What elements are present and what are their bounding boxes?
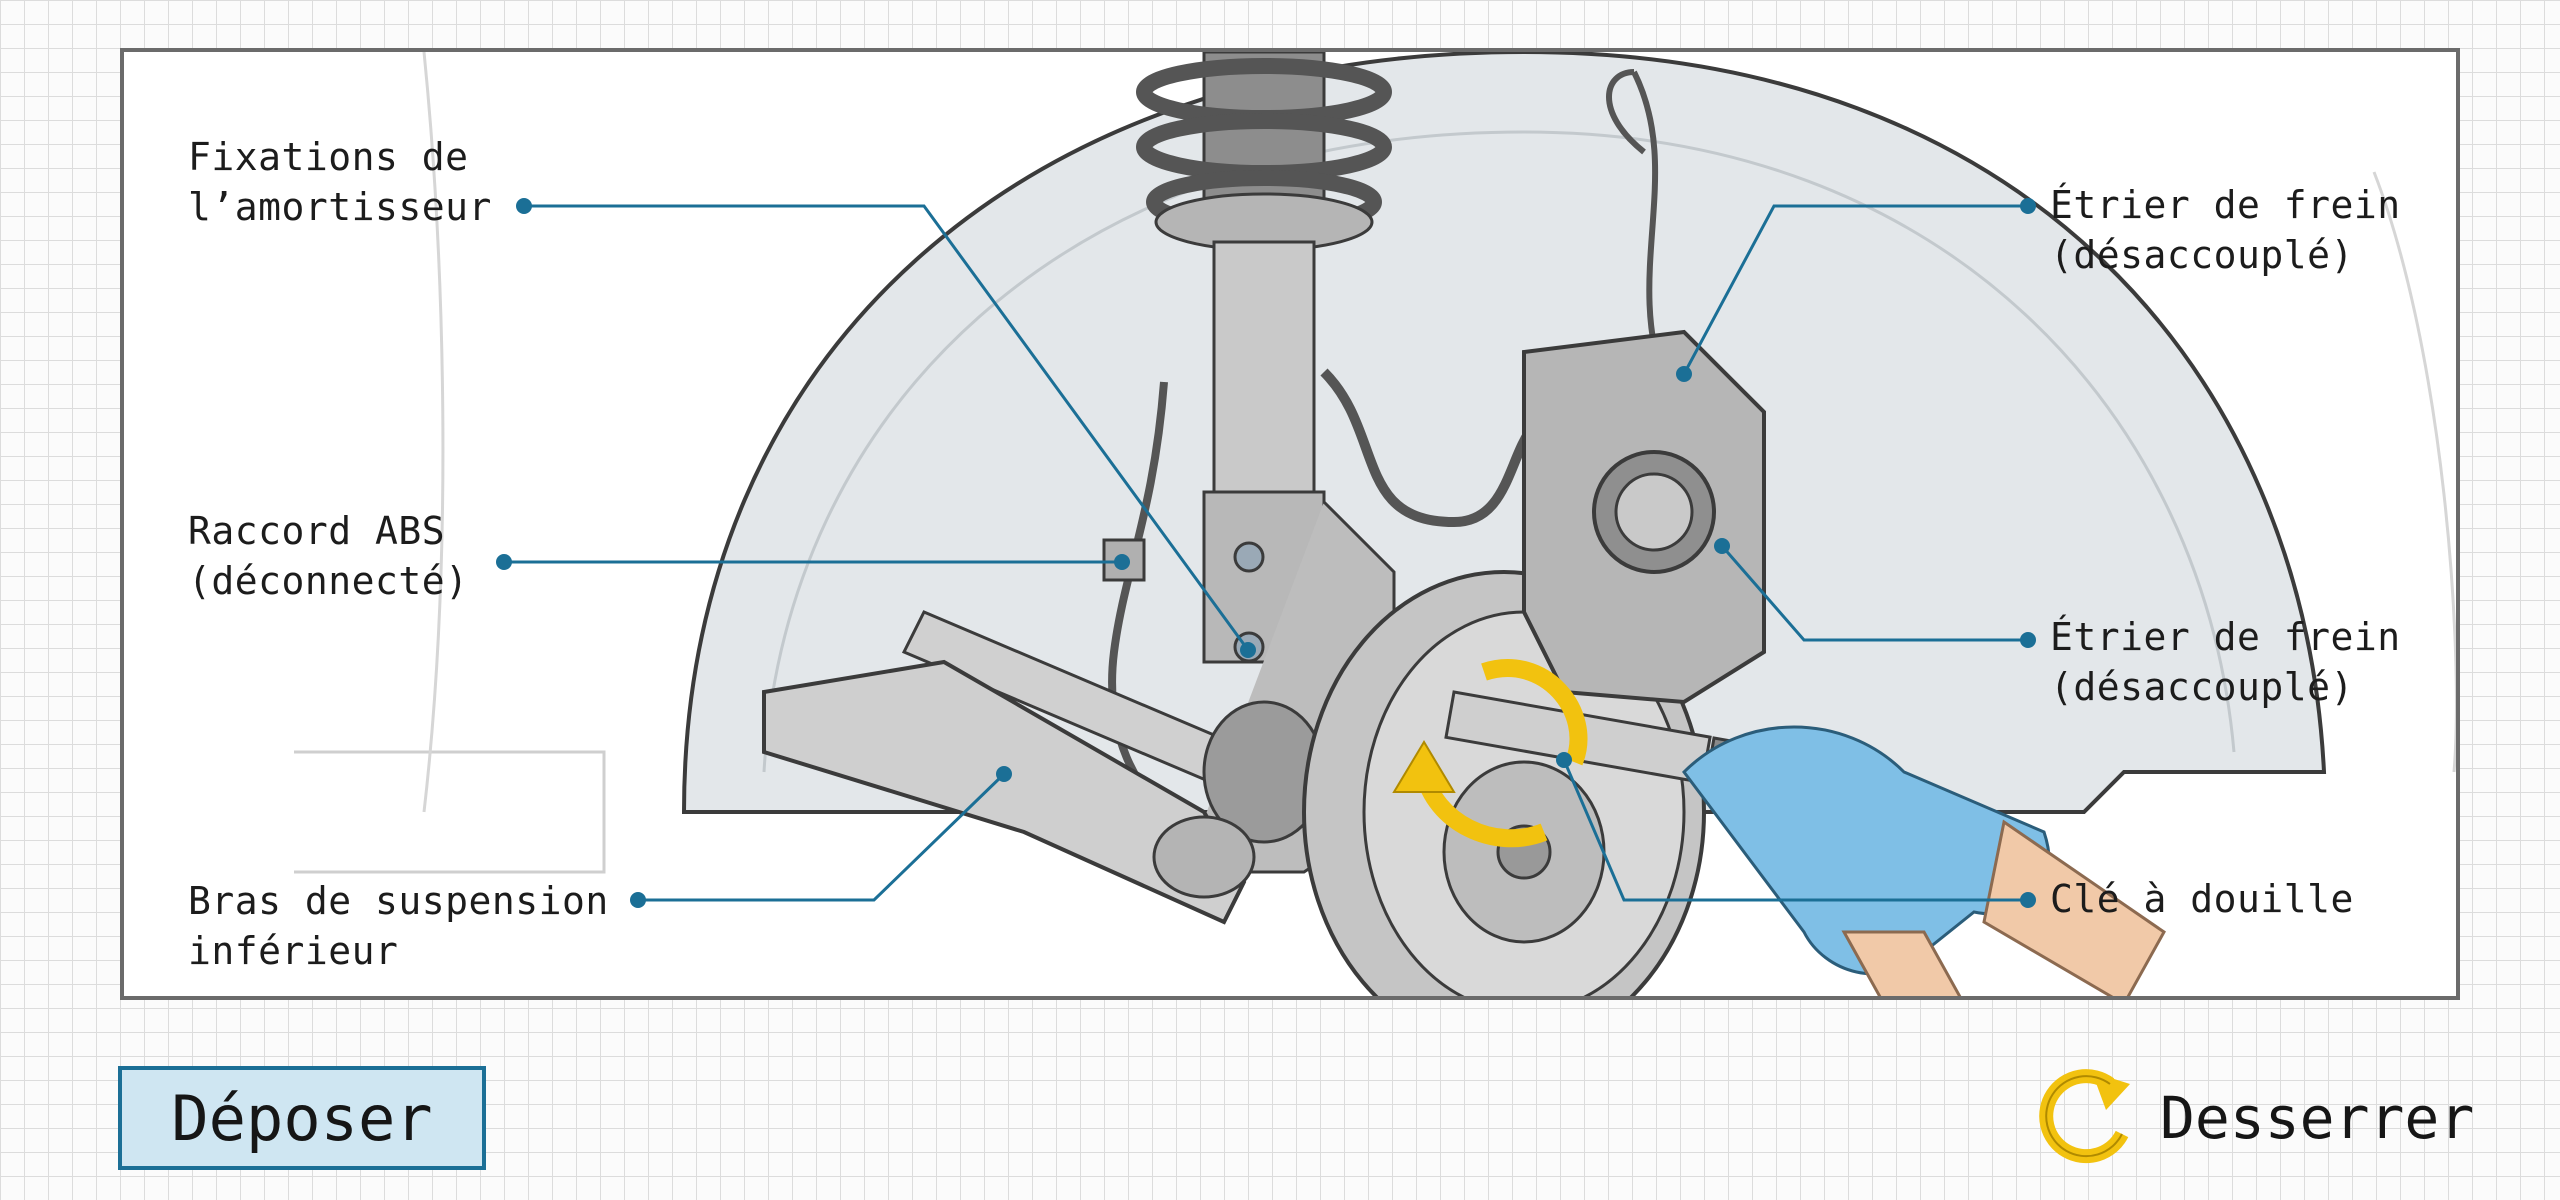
loosen-action-group: Desserrer (2030, 1062, 2474, 1178)
drive-shaft (901, 610, 1326, 844)
gloved-hand (1682, 725, 2166, 996)
lower-control-arm (762, 659, 1256, 925)
callout-caliper-mid: Étrier de frein (désaccouplé) (2050, 615, 2401, 709)
rotation-arrowhead-icon (1392, 740, 1456, 793)
step-remove-badge: Déposer (118, 1066, 486, 1170)
leader-lines (504, 204, 2028, 902)
diagram-illustration (124, 52, 2456, 996)
loosen-action-label: Desserrer (2160, 1084, 2475, 1152)
callout-socket-wrench: Clé à douille (2050, 877, 2354, 921)
wheel-arch (681, 52, 2327, 814)
brake-caliper (1522, 329, 1766, 705)
coil-spring (1136, 52, 1392, 234)
callout-caliper-top: Étrier de frein (désaccouplé) (2050, 183, 2401, 277)
loosen-rotation-arrow-icon (2039, 1069, 2130, 1164)
callout-lower-arm: Bras de suspension inférieur (188, 879, 609, 973)
callout-abs-connector: Raccord ABS (déconnecté) (188, 509, 469, 603)
callout-shock-mounts: Fixations de l’amortisseur (188, 135, 492, 229)
brake-suspension-diagram: Fixations de l’amortisseur Raccord ABS (… (120, 48, 2460, 1000)
abs-connector (1102, 538, 1146, 582)
brake-disc (1302, 570, 1706, 996)
leader-dots (496, 198, 2036, 908)
step-remove-label: Déposer (171, 1081, 433, 1155)
